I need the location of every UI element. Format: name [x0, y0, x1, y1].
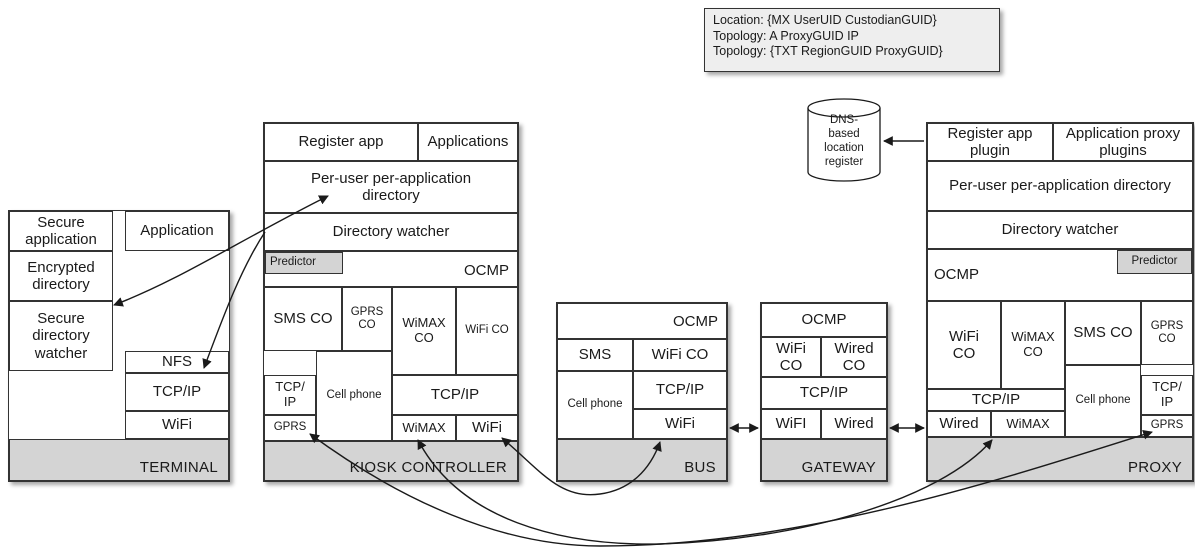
dns-register-label: DNS- based location register — [824, 114, 864, 169]
wired-co: Wired CO — [821, 337, 887, 377]
dns-record-line: Topology: {TXT RegionGUID ProxyGUID} — [713, 44, 943, 59]
proxy-base: PROXY — [927, 437, 1193, 481]
terminal-stack: Secure application Application Encrypted… — [8, 210, 230, 482]
wired: Wired — [927, 411, 991, 437]
gateway-base: GATEWAY — [761, 439, 887, 481]
gprs: GPRS — [1141, 415, 1193, 437]
sms-co: SMS CO — [1065, 301, 1141, 365]
bus-base: BUS — [557, 439, 727, 481]
cell-phone: Cell phone — [316, 351, 392, 441]
wired: Wired — [821, 409, 887, 439]
sms-co: SMS CO — [264, 287, 342, 351]
tcpip-small: TCP/ IP — [264, 375, 316, 415]
wimax-co: WiMAX CO — [392, 287, 456, 375]
terminal-base: TERMINAL — [9, 439, 229, 481]
predictor: Predictor — [265, 252, 343, 274]
nfs: NFS — [125, 351, 229, 373]
directory-watcher: Directory watcher — [927, 211, 1193, 249]
application-proxy-plugins: Application proxy plugins — [1053, 123, 1193, 161]
dns-record-box: Location: {MX UserUID CustodianGUID} Top… — [704, 8, 1000, 72]
predictor: Predictor — [1117, 250, 1192, 274]
register-app-plugin: Register app plugin — [927, 123, 1053, 161]
kiosk-controller-base: KIOSK CONTROLLER — [264, 441, 518, 481]
gprs-co: GPRS CO — [1141, 301, 1193, 365]
tcpip: TCP/IP — [761, 377, 887, 409]
secure-directory-watcher: Secure directory watcher — [9, 301, 113, 371]
dns-record-line: Location: {MX UserUID CustodianGUID} — [713, 13, 937, 27]
wifi: WiFi — [633, 409, 727, 439]
wifi: WiFi — [125, 411, 229, 439]
ocmp: OCMP — [761, 303, 887, 337]
directory-watcher: Directory watcher — [264, 213, 518, 251]
tcpip: TCP/IP — [633, 371, 727, 409]
wifi: WiFI — [761, 409, 821, 439]
wifi-co: WiFi CO — [761, 337, 821, 377]
ocmp: OCMP — [557, 303, 727, 339]
gprs-co: GPRS CO — [342, 287, 392, 351]
application: Application — [125, 211, 229, 251]
tcpip: TCP/IP — [392, 375, 518, 415]
cell-phone: Cell phone — [1065, 365, 1141, 437]
per-user-directory: Per-user per-application directory — [264, 161, 518, 213]
wimax-co: WiMAX CO — [1001, 301, 1065, 389]
applications: Applications — [418, 123, 518, 161]
tcpip: TCP/IP — [125, 373, 229, 411]
proxy-stack: Register app plugin Application proxy pl… — [926, 122, 1194, 482]
wifi-co: WiFi CO — [927, 301, 1001, 389]
register-app: Register app — [264, 123, 418, 161]
bus-stack: OCMP SMS WiFi CO Cell phone TCP/IP WiFi … — [556, 302, 728, 482]
sms: SMS — [557, 339, 633, 371]
wifi-co: WiFi CO — [633, 339, 727, 371]
cell-phone: Cell phone — [557, 371, 633, 439]
kiosk-controller-stack: Register app Applications Per-user per-a… — [263, 122, 519, 482]
wimax: WiMAX — [991, 411, 1065, 437]
wifi-co: WiFi CO — [456, 287, 518, 375]
tcpip-small: TCP/ IP — [1141, 375, 1193, 415]
secure-application: Secure application — [9, 211, 113, 251]
gateway-stack: OCMP WiFi CO Wired CO TCP/IP WiFI Wired … — [760, 302, 888, 482]
tcpip: TCP/IP — [927, 389, 1065, 411]
wifi: WiFi — [456, 415, 518, 441]
dns-record-line: Topology: A ProxyGUID IP — [713, 28, 859, 43]
per-user-directory: Per-user per-application directory — [927, 161, 1193, 211]
encrypted-directory: Encrypted directory — [9, 251, 113, 301]
wimax: WiMAX — [392, 415, 456, 441]
gprs: GPRS — [264, 415, 316, 441]
